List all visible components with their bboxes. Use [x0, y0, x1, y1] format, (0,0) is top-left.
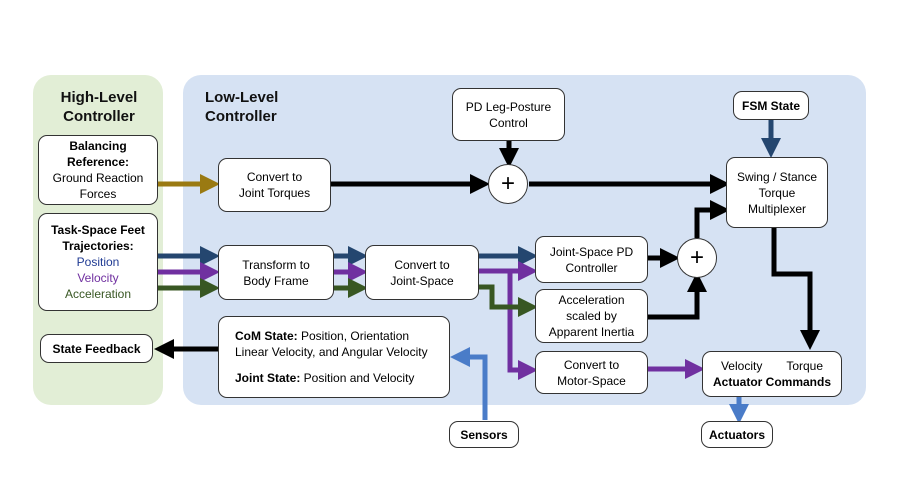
sum-junction-1: +	[488, 164, 528, 204]
multiplexer-line1: Swing / Stance	[736, 169, 818, 184]
fsm-state-label: FSM State	[741, 98, 800, 113]
plus-icon: +	[500, 170, 515, 197]
balancing-reference-box: Balancing Reference: Ground Reaction For…	[38, 135, 158, 205]
sum-junction-2: +	[677, 238, 717, 278]
joint-space-pd-box: Joint-Space PD Controller	[535, 236, 648, 283]
actuators-box: Actuators	[701, 421, 773, 448]
com-state-line1: CoM State: Position, Orientation	[235, 328, 409, 344]
com-state-text1: Position, Orientation	[297, 329, 410, 343]
arrow-inertia-to-sum2	[648, 272, 707, 320]
joint-pd-line1: Joint-Space PD	[549, 244, 634, 259]
low-level-title: Low-Level Controller	[205, 88, 278, 126]
multiplexer-line2: Torque	[758, 185, 796, 200]
accel-line1: Acceleration	[558, 293, 625, 307]
pd-leg-posture-box: PD Leg-Posture Control	[452, 88, 565, 141]
low-level-title-line1: Low-Level	[205, 89, 279, 106]
acceleration-inertia-box: Acceleration scaled by Apparent Inertia	[535, 289, 648, 343]
transform-line1: Transform to	[242, 257, 310, 272]
accel-line2: scaled by	[566, 309, 617, 323]
balancing-line2: Reference:	[66, 155, 130, 169]
high-level-title-line1: High-Level	[60, 89, 138, 106]
plus-icon: +	[689, 244, 704, 271]
state-feedback-label: State Feedback	[52, 341, 141, 356]
sensors-label: Sensors	[460, 427, 508, 442]
velocity-command-label: Velocity	[720, 359, 763, 373]
high-level-title: High-Level Controller	[58, 88, 140, 126]
actuator-commands-label: Actuator Commands	[712, 375, 831, 389]
high-level-title-line2: Controller	[63, 108, 135, 125]
arrow-acceleration-to-inertia	[479, 284, 538, 317]
motor-line2: Motor-Space	[557, 373, 626, 388]
position-label: Position	[76, 255, 120, 269]
transform-line2: Body Frame	[243, 273, 309, 288]
motor-space-box: Convert to Motor-Space	[535, 351, 648, 394]
sensors-box: Sensors	[449, 421, 519, 448]
arrow-sensors-to-state	[450, 347, 488, 420]
arrow-velocity-to-motor	[507, 271, 538, 380]
com-state-text2: Linear Velocity, and Angular Velocity	[235, 345, 428, 359]
task-space-line2: Trajectories:	[62, 239, 134, 253]
multiplexer-line3: Multiplexer	[747, 201, 807, 216]
actuator-commands-box: Velocity Torque Actuator Commands	[702, 351, 842, 397]
com-state-label: CoM State:	[235, 329, 298, 343]
convert-joint-torques-box: Convert to Joint Torques	[218, 158, 331, 212]
command-types: Velocity Torque	[721, 358, 823, 374]
balancing-line4: Forces	[79, 187, 117, 201]
convert-joint-space-box: Convert to Joint-Space	[365, 245, 479, 300]
transform-body-frame-box: Transform to Body Frame	[218, 245, 334, 300]
task-space-line1: Task-Space Feet	[51, 223, 145, 237]
fsm-state-box: FSM State	[733, 91, 809, 120]
pd-posture-line2: Control	[489, 115, 528, 130]
arrow-multiplexer-to-commands	[771, 228, 820, 350]
state-estimate-box: CoM State: Position, Orientation Linear …	[218, 316, 450, 398]
balancing-line3: Ground Reaction	[52, 171, 144, 185]
joint-pd-line2: Controller	[565, 260, 618, 275]
joint-state-text: Position and Velocity	[300, 371, 415, 385]
acceleration-label: Acceleration	[64, 287, 132, 301]
task-space-trajectories-box: Task-Space Feet Trajectories: Position V…	[38, 213, 158, 311]
convert-torques-line1: Convert to	[246, 170, 303, 184]
balancing-line1: Balancing	[69, 139, 127, 153]
low-level-title-line2: Controller	[205, 108, 277, 125]
torque-command-label: Torque	[786, 359, 824, 373]
joint-space-line1: Convert to	[394, 257, 450, 272]
motor-line1: Convert to	[563, 357, 620, 372]
joint-space-line2: Joint-Space	[390, 273, 454, 288]
state-feedback-box: State Feedback	[40, 334, 153, 363]
arrow-sum2-to-multiplexer	[694, 200, 730, 238]
convert-torques-line2: Joint Torques	[238, 186, 311, 200]
accel-line3: Apparent Inertia	[548, 325, 635, 339]
joint-state-line: Joint State: Position and Velocity	[235, 370, 414, 386]
joint-state-label: Joint State:	[235, 371, 301, 385]
pd-posture-line1: PD Leg-Posture	[465, 99, 552, 114]
multiplexer-box: Swing / Stance Torque Multiplexer	[726, 157, 828, 228]
actuators-label: Actuators	[708, 427, 765, 442]
velocity-label: Velocity	[77, 271, 119, 285]
